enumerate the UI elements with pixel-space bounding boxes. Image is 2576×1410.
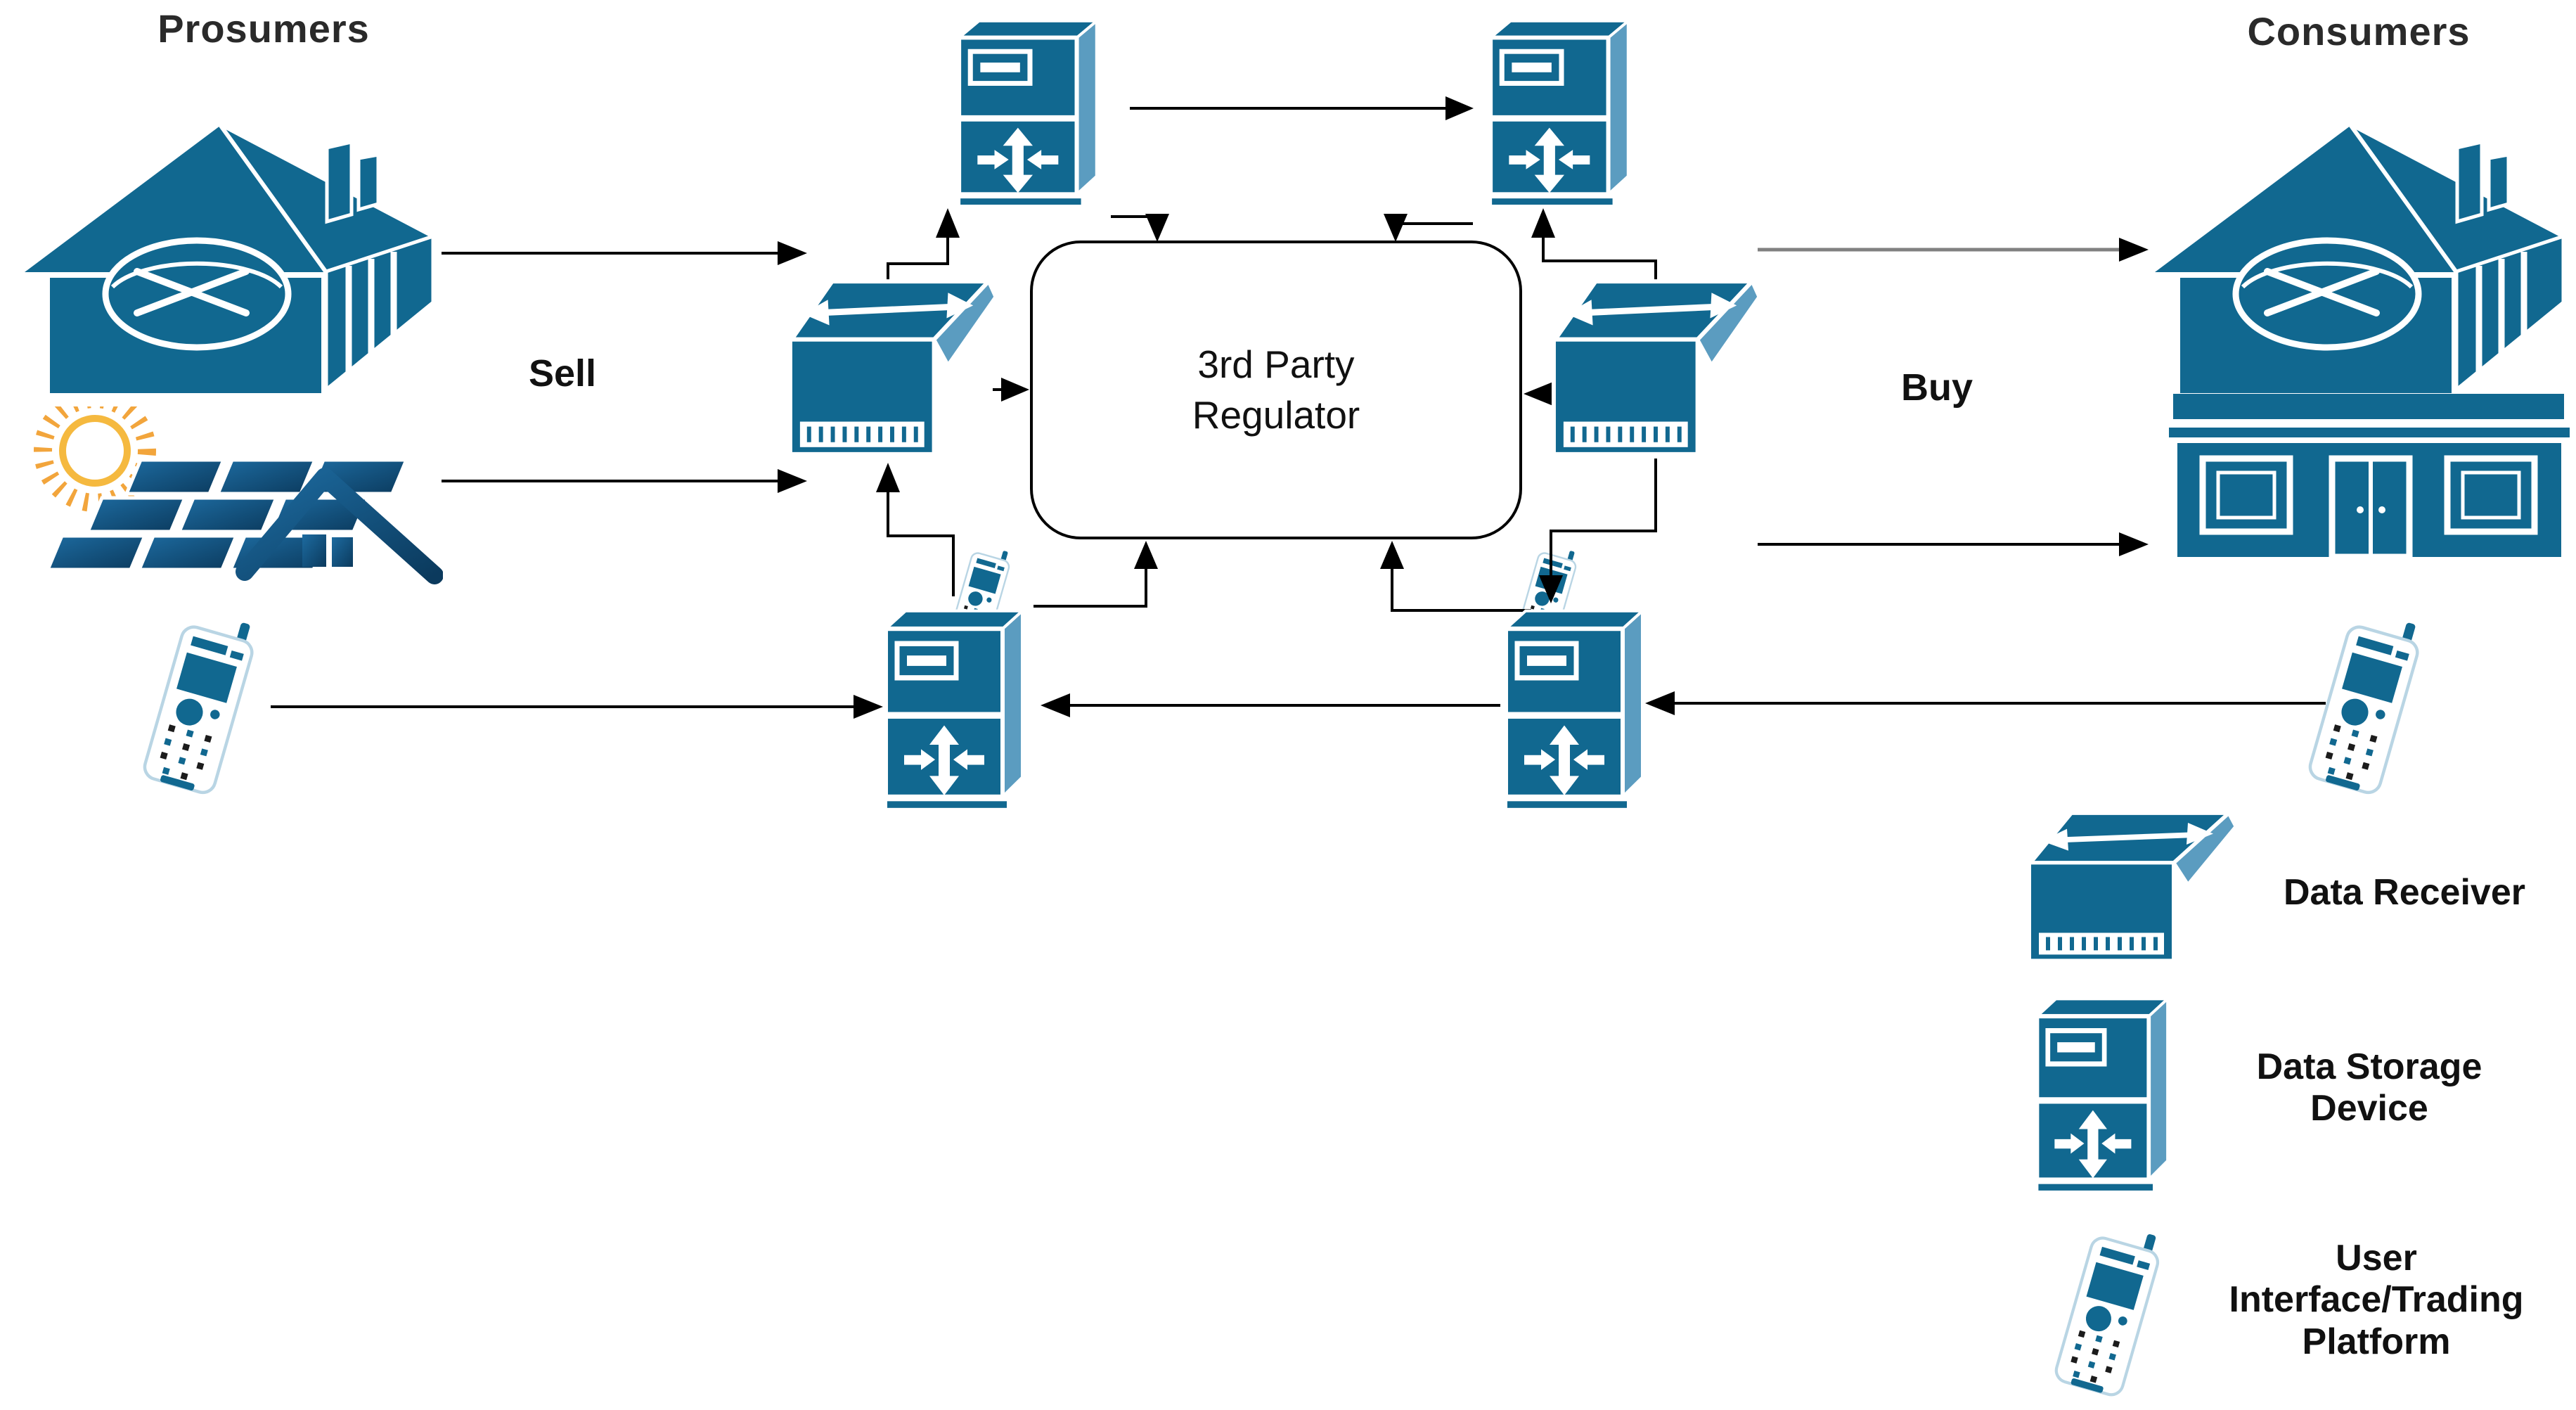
connector-arrowheads <box>778 96 2149 719</box>
arrowhead <box>936 208 960 238</box>
prosumer-smart-home-icon <box>18 124 436 395</box>
arrowhead <box>2119 238 2149 262</box>
legend-label-user-interface-trading-platform: User Interface/Trading Platform <box>2229 1238 2524 1362</box>
buy-label: Buy <box>1900 366 1973 409</box>
arrowhead <box>1380 541 1404 569</box>
arrowhead <box>1524 382 1553 406</box>
arrowhead <box>1001 378 1029 402</box>
prosumer-solar-home-icon <box>43 399 434 575</box>
legend-label-data-receiver: Data Receiver <box>2284 872 2525 913</box>
arrowhead <box>1134 541 1158 569</box>
arrowhead <box>1531 208 1555 238</box>
arrowhead <box>1445 96 1474 120</box>
arrowhead <box>854 695 883 719</box>
connector-phone-mid-right-to-regulator <box>1391 568 1531 612</box>
arrowhead <box>1384 214 1408 242</box>
consumers-title: Consumers <box>2247 9 2471 53</box>
connector-storage-top-right-to-regulator <box>1394 218 1473 225</box>
connector-receiver-right-to-phone-mid-right <box>1550 459 1657 575</box>
arrowhead <box>778 469 807 493</box>
arrowhead <box>876 463 900 492</box>
data-storage-device-icon-top-left <box>959 21 1097 206</box>
data-storage-device-icon-bottom-left <box>886 611 1022 809</box>
consumer-store-icon <box>2169 394 2570 557</box>
prosumer-phone-icon <box>141 608 259 796</box>
arrowhead <box>1041 693 1070 717</box>
arrowhead <box>2119 532 2149 556</box>
arrowhead <box>1539 575 1563 603</box>
arrowhead <box>1645 691 1675 715</box>
regulator-label: 3rd Party Regulator <box>1192 342 1360 437</box>
data-receiver-icon <box>2029 813 2236 961</box>
data-storage-device-icon <box>2037 999 2168 1192</box>
arrowhead <box>778 241 807 265</box>
arrowhead <box>1145 214 1169 242</box>
sell-label: Sell <box>528 352 597 395</box>
connector-phone-mid-left-to-receiver-left <box>887 492 955 596</box>
consumer-phone-icon <box>2307 608 2425 796</box>
user-interface-trading-platform-icon <box>2054 1219 2165 1398</box>
connector-phone-mid-left-to-regulator <box>1033 568 1147 608</box>
consumer-smart-home-icon <box>2149 124 2566 395</box>
data-storage-device-icon-top-right <box>1490 21 1628 206</box>
data-receiver-icon-right <box>1554 281 1759 454</box>
prosumers-title: Prosumers <box>157 6 370 51</box>
third-party-regulator-node: 3rd Party Regulator <box>1030 241 1522 539</box>
data-receiver-icon-left <box>790 281 996 454</box>
legend-label-data-storage-device: Data Storage Device <box>2256 1046 2482 1129</box>
data-storage-device-icon-bottom-right <box>1506 611 1642 809</box>
